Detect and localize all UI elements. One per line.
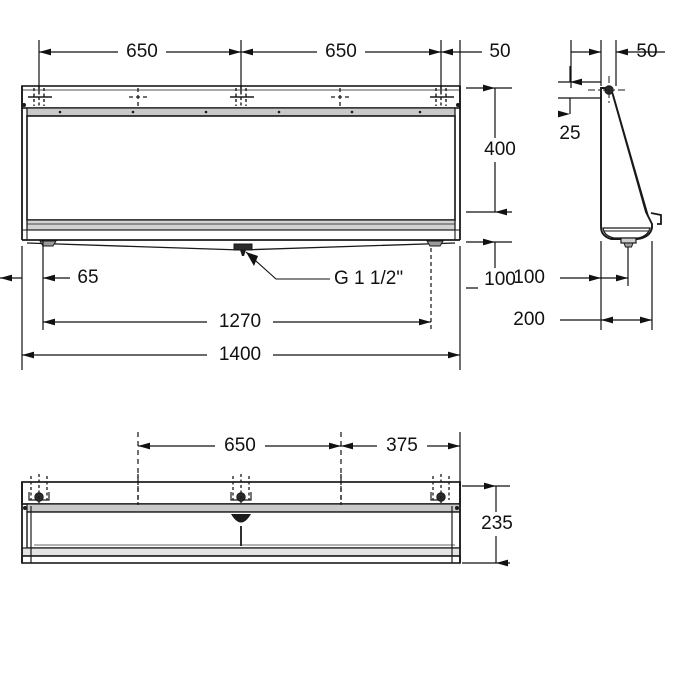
side-outer-profile [600,87,653,240]
side-wall-bracket [650,212,662,225]
plan-front-lip [21,555,461,564]
dim-25-label: 25 [559,123,580,144]
front-elevation-geometry [21,85,461,256]
dim-400-label: 400 [484,139,516,160]
plan-band-lower [21,547,461,557]
front-flange-rivets [58,110,422,114]
front-waste-outlet [233,243,253,251]
front-lower-reveal [26,219,456,231]
dim-235-label: 235 [481,513,513,534]
front-mount-hole-group-mid [230,86,254,108]
dim-65-label: 65 [77,267,98,288]
front-mount-hole-group-right [430,86,454,108]
dim-50-side-label: 50 [636,41,657,62]
plan-left-corner-mark [23,506,27,510]
dim-1400-label: 1400 [219,344,261,365]
plan-mount-boss-mid [230,474,252,503]
dim-375-label: 375 [386,435,418,456]
plan-mount-boss-right [430,474,450,503]
side-waste-outlet [620,237,637,244]
dim-650-left-label: 650 [126,41,158,62]
side-section-geometry [588,76,662,248]
plan-mount-boss-left [28,474,50,503]
plan-dim-text-masks [215,434,522,536]
dim-650-plan-label: 650 [224,435,256,456]
side-waste-spigot [623,242,634,248]
front-right-corner-mark [456,103,460,107]
front-mount-hole-single-b [331,88,349,107]
plan-view-geometry [21,474,461,564]
side-bottom-cavity [602,227,651,239]
plan-band-upper [26,503,461,513]
dim-100-side-label: 100 [513,267,545,288]
front-mount-hole-single-a [129,88,147,107]
dim-1270-label: 1270 [219,311,261,332]
front-upper-reveal [26,107,456,117]
front-left-foot [39,240,57,247]
plan-right-corner-mark [455,506,459,510]
dim-650-right-label: 650 [325,41,357,62]
front-mount-hole-group-left [28,86,52,108]
front-left-corner-mark [22,103,26,107]
side-bowl-slope [612,94,649,217]
side-dimension-lines [558,40,665,330]
dim-50-front-label: 50 [489,41,510,62]
drain-thread-callout-text: G 1 1/2" [334,268,403,289]
plan-waste-funnel [231,514,251,523]
dim-100-front-label: 100 [484,269,516,290]
front-bowl-panel [26,115,456,221]
front-waste-spigot [240,250,246,256]
front-right-foot [426,240,444,247]
dim-200-label: 200 [513,309,545,330]
dim-text-masks [70,40,524,367]
